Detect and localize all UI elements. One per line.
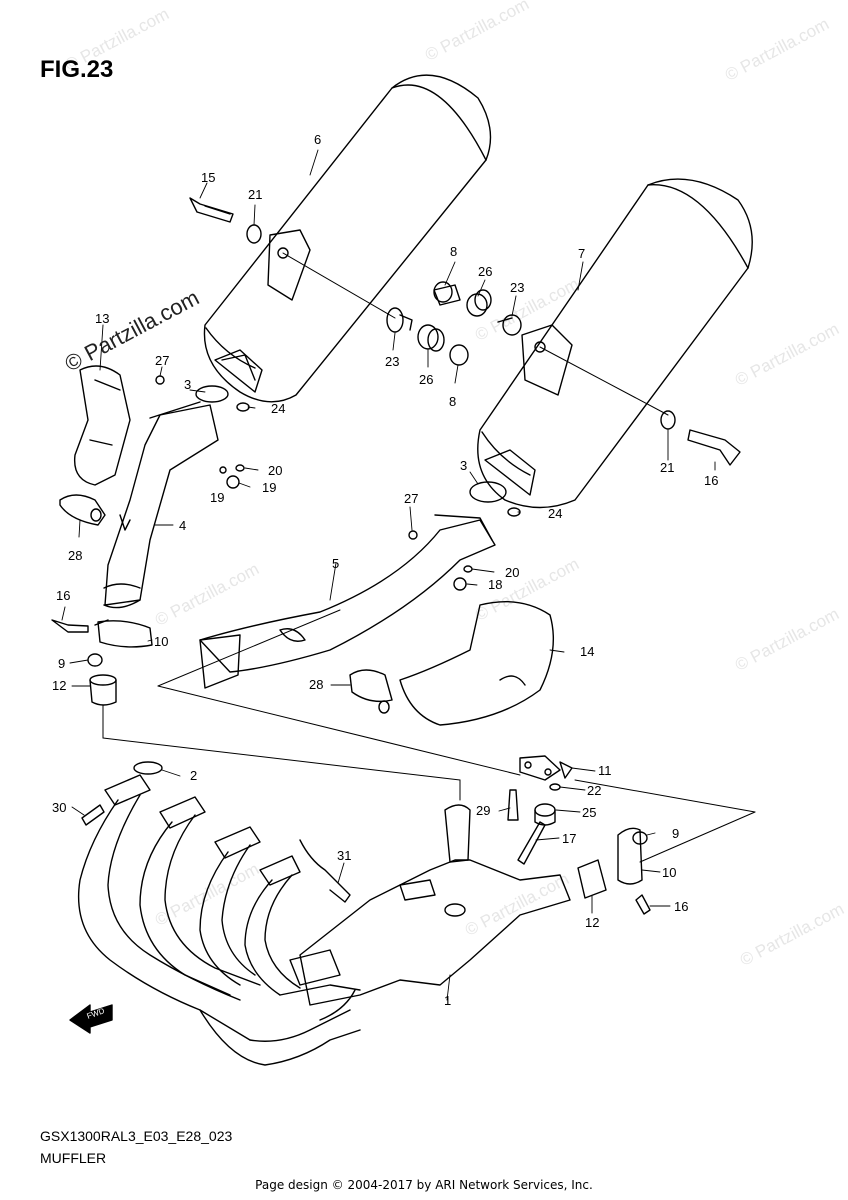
callout-16: 16 (56, 588, 70, 603)
callout-20: 20 (268, 463, 282, 478)
pipe-5 (199, 514, 496, 689)
gasket-3-right (469, 481, 507, 503)
nut-19-right (453, 577, 467, 591)
callout-10: 10 (662, 865, 676, 880)
callout-12: 12 (585, 915, 599, 930)
bolt-16-right (635, 894, 651, 915)
callout-24: 24 (548, 506, 562, 521)
callout-7: 7 (578, 246, 585, 261)
callout-labels: 6 7 8 26 23 23 26 8 15 21 21 16 13 27 3 … (52, 132, 718, 1021)
callout-5: 5 (332, 556, 339, 571)
callout-28: 28 (309, 677, 323, 692)
callout-9: 9 (58, 656, 65, 671)
cushion-12-right (577, 859, 607, 899)
heat-shield-13 (73, 365, 131, 486)
callout-2: 2 (190, 768, 197, 783)
callout-15: 15 (201, 170, 215, 185)
model-code: GSX1300RAL3_E03_E28_023 (40, 1128, 233, 1144)
clamp-28-left (59, 494, 106, 526)
stud-30 (81, 804, 105, 826)
callout-20: 20 (505, 565, 519, 580)
nut-19-left (226, 475, 240, 489)
callout-12: 12 (52, 678, 66, 693)
callout-16: 16 (674, 899, 688, 914)
callout-17: 17 (562, 831, 576, 846)
callout-14: 14 (580, 644, 594, 659)
bolt-17 (517, 821, 546, 865)
callout-3: 3 (184, 377, 191, 392)
oxygen-sensor-31 (299, 839, 351, 903)
bolt-15-left (189, 197, 234, 223)
footer-copyright: Page design © 2004-2017 by ARI Network S… (255, 1178, 593, 1192)
callout-21: 21 (248, 187, 262, 202)
callout-24: 24 (271, 401, 285, 416)
clamp-10-left (94, 619, 153, 648)
callout-26: 26 (419, 372, 433, 387)
bushing-25 (534, 803, 556, 817)
callout-22: 22 (587, 783, 601, 798)
washer-20-right (463, 565, 473, 573)
washer-20-left (235, 464, 245, 472)
callout-18: 19 (210, 490, 224, 505)
callout-19: 19 (262, 480, 276, 495)
heat-shield-14 (399, 600, 555, 726)
figure-name: MUFFLER (40, 1150, 107, 1166)
bolt-16-left (51, 619, 89, 633)
callout-27: 27 (155, 353, 169, 368)
callout-19: 18 (488, 577, 502, 592)
forward-arrow-icon (69, 1004, 113, 1034)
callout-15: 16 (704, 473, 718, 488)
callout-30: 30 (52, 800, 66, 815)
bolt-15-right (687, 429, 741, 466)
gasket-2 (133, 761, 163, 775)
callout-27: 27 (404, 491, 418, 506)
callout-13: 13 (95, 311, 109, 326)
callout-1: 1 (444, 993, 451, 1008)
washer-21-left (246, 224, 262, 244)
callout-11: 11 (598, 763, 612, 778)
exhaust-manifold-1 (77, 761, 571, 1066)
grommet-set-lower (386, 307, 469, 366)
clamp-10-right (617, 827, 648, 885)
clamp-28-right (349, 669, 393, 714)
bolt-18 (219, 466, 227, 474)
cushion-12-left (89, 674, 117, 706)
muffler-7 (477, 178, 753, 509)
bolt-29 (507, 789, 519, 821)
gasket-3-left (195, 385, 229, 403)
callout-21: 21 (660, 460, 674, 475)
callout-8: 8 (449, 394, 456, 409)
callout-3: 3 (460, 458, 467, 473)
pipe-4 (103, 401, 219, 609)
callout-26: 26 (478, 264, 492, 279)
callout-9: 9 (672, 826, 679, 841)
washer-21-right (660, 410, 676, 430)
bracket-11 (519, 755, 573, 781)
washer-27-left (155, 375, 165, 385)
callout-8: 8 (450, 244, 457, 259)
callout-6: 6 (314, 132, 321, 147)
callout-29: 29 (476, 803, 490, 818)
callout-25: 25 (582, 805, 596, 820)
callout-31: 31 (337, 848, 351, 863)
callout-4: 4 (179, 518, 186, 533)
washer-27-right (408, 530, 418, 540)
figure-title: FIG.23 (40, 56, 114, 83)
spacer-9-left (87, 653, 103, 667)
callout-28: 28 (68, 548, 82, 563)
muffler-6 (203, 74, 492, 403)
callout-10: 10 (154, 634, 168, 649)
callout-23: 23 (385, 354, 399, 369)
callout-23: 23 (510, 280, 524, 295)
grommet-set-upper (433, 281, 522, 336)
washer-22 (549, 783, 561, 791)
